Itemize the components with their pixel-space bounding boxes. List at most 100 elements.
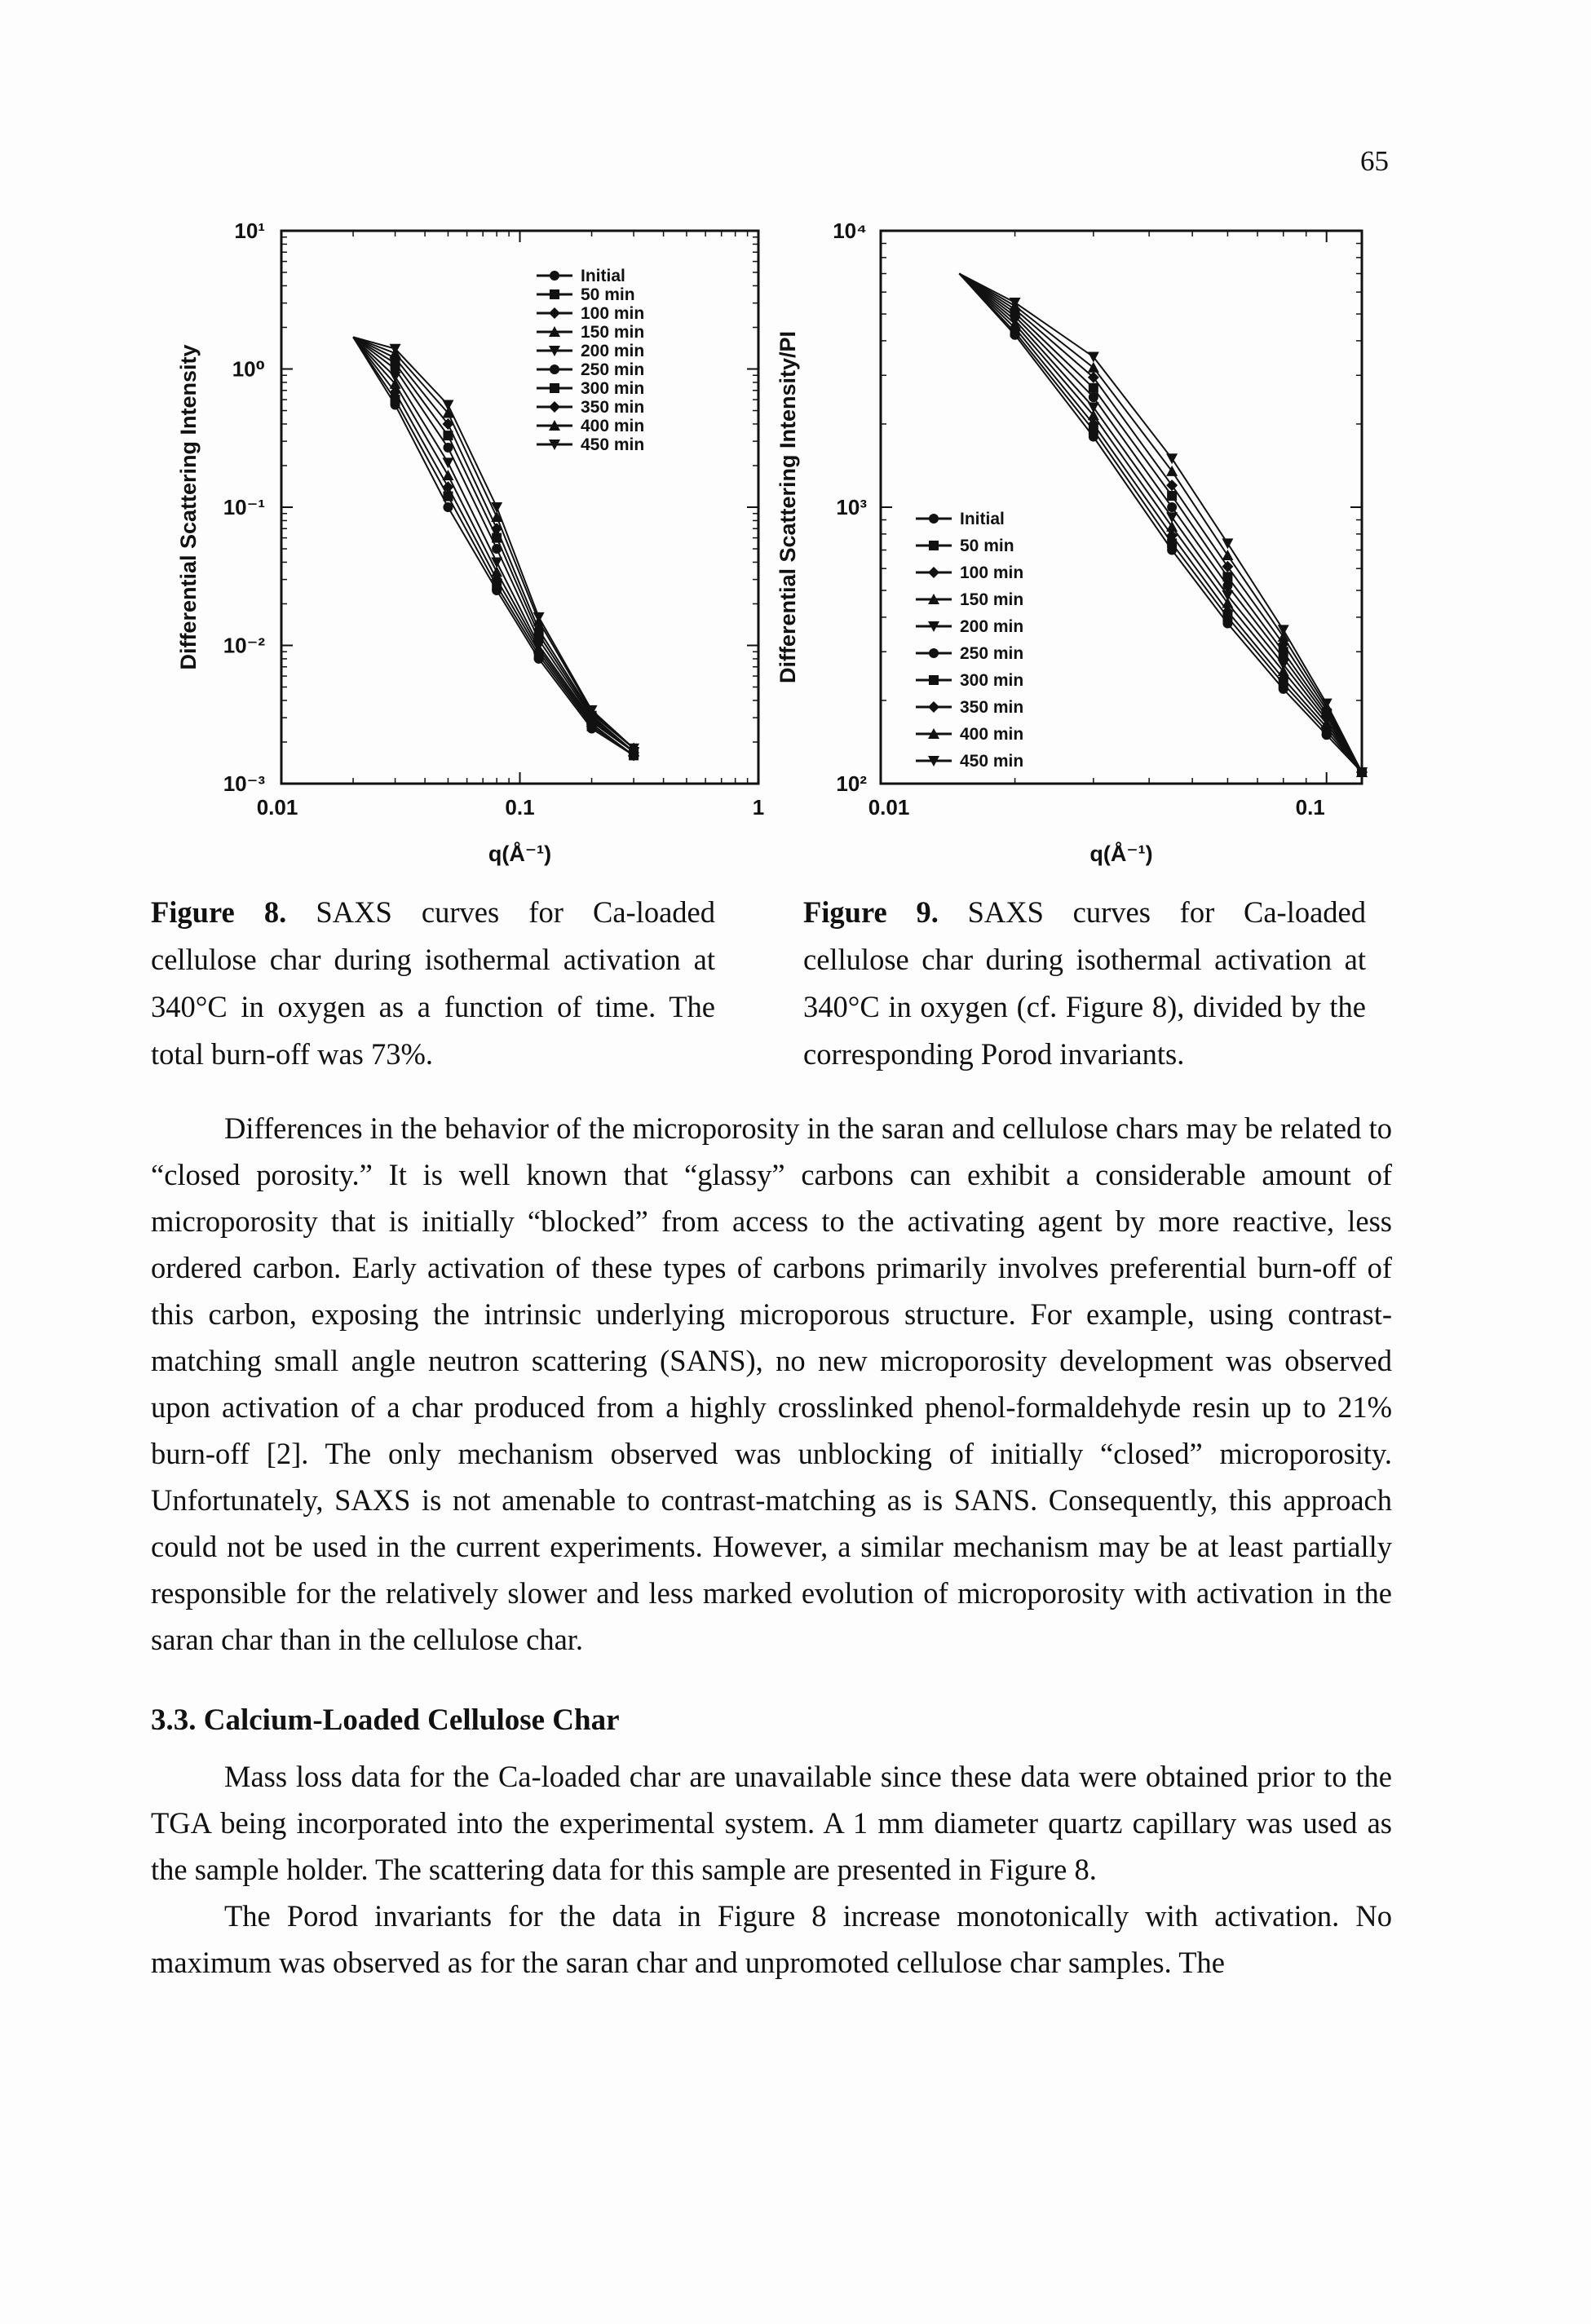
figure-8-caption-label: Figure 8.	[151, 895, 287, 929]
data-point	[1166, 465, 1178, 476]
legend-marker	[929, 514, 939, 524]
series-line	[958, 272, 1363, 773]
data-point	[533, 612, 545, 623]
legend-label: 100 min	[960, 563, 1023, 582]
section-heading: 3.3. Calcium-Loaded Cellulose Char	[151, 1703, 620, 1737]
x-tick-label: 0.01	[868, 795, 910, 820]
legend-marker	[550, 365, 559, 374]
legend-label: 250 min	[581, 360, 644, 379]
series-line	[958, 272, 1363, 773]
figure-9-caption-label: Figure 9.	[803, 895, 939, 929]
data-point	[443, 431, 453, 441]
data-point	[442, 457, 454, 469]
data-point	[1167, 502, 1178, 512]
data-point	[389, 343, 401, 355]
series-line	[958, 272, 1363, 773]
data-point	[1087, 409, 1099, 421]
data-point	[1009, 298, 1021, 309]
x-tick-label: 0.1	[1296, 795, 1325, 820]
y-axis-label: Differential Scattering Intensity/PI	[776, 331, 800, 683]
legend-label: 200 min	[581, 342, 644, 360]
legend-marker	[928, 621, 939, 632]
paragraph-2: Mass loss data for the Ca-loaded char ar…	[151, 1760, 1392, 1886]
data-point	[1166, 512, 1178, 524]
data-point	[1277, 665, 1289, 677]
legend-label: 50 min	[581, 285, 635, 304]
paragraph-1: Differences in the behavior of the micro…	[151, 1111, 1392, 1656]
data-point	[491, 566, 503, 577]
figure-8-caption-text: SAXS curves for Ca-loaded cellulose char…	[151, 895, 716, 1071]
data-point	[1166, 453, 1178, 465]
plot-frame	[879, 229, 1363, 785]
data-point	[1356, 767, 1368, 778]
legend-marker	[550, 383, 559, 393]
figure-9-caption-text: SAXS curves for Ca-loaded cellulose char…	[803, 895, 1366, 1071]
legend-label: Initial	[960, 510, 1005, 528]
x-tick-label: 0.1	[505, 795, 534, 820]
legend-marker	[550, 289, 559, 299]
data-point	[1222, 549, 1234, 560]
data-point	[1222, 560, 1234, 572]
data-point	[1222, 538, 1234, 550]
series-line	[958, 272, 1363, 773]
legend-label: 250 min	[960, 644, 1023, 663]
data-point	[1087, 371, 1099, 383]
data-point	[442, 407, 454, 418]
y-tick-label: 10⁻³	[223, 771, 266, 796]
series-line	[958, 272, 1363, 773]
legend-label: 50 min	[960, 537, 1014, 555]
page-number: 65	[1360, 145, 1389, 177]
data-point	[1167, 490, 1178, 501]
data-point	[443, 442, 453, 453]
figure-9-caption: Figure 9. SAXS curves for Ca-loaded cell…	[803, 889, 1366, 1078]
series-line	[958, 272, 1363, 773]
legend-marker	[928, 594, 939, 604]
data-point	[1087, 361, 1099, 373]
legend-label: 450 min	[581, 435, 644, 454]
series-line	[958, 272, 1363, 773]
data-point	[1222, 590, 1234, 602]
legend-marker	[929, 675, 939, 685]
x-tick-label: 0.01	[257, 795, 298, 820]
legend-marker	[549, 326, 560, 337]
y-tick-label: 10²	[836, 771, 867, 796]
data-point	[491, 557, 503, 568]
data-point	[1088, 382, 1098, 393]
data-point	[389, 378, 401, 389]
data-point	[1087, 418, 1099, 430]
legend-label: 200 min	[960, 617, 1023, 636]
legend-marker	[549, 440, 560, 450]
data-point	[1277, 630, 1289, 642]
data-point	[442, 418, 454, 430]
data-point	[586, 705, 598, 716]
data-point	[1166, 520, 1178, 532]
data-point	[491, 573, 503, 585]
data-point	[442, 400, 454, 411]
data-point	[628, 743, 640, 754]
y-tick-label: 10⁴	[833, 219, 867, 243]
legend-label: 400 min	[960, 725, 1023, 744]
legend-label: 350 min	[581, 398, 644, 417]
y-tick-label: 10⁻²	[223, 634, 266, 658]
x-tick-label: 1	[753, 795, 764, 820]
legend-marker	[549, 307, 560, 319]
data-point	[491, 523, 503, 535]
data-point	[1278, 647, 1288, 657]
plot-frame	[280, 229, 760, 785]
data-point	[1277, 625, 1289, 636]
y-tick-label: 10⁰	[232, 357, 265, 382]
legend-label: 400 min	[581, 417, 644, 435]
legend-marker	[929, 648, 939, 658]
y-tick-label: 10¹	[234, 219, 265, 243]
legend-label: 450 min	[960, 752, 1023, 771]
legend-label: Initial	[581, 267, 625, 285]
data-point	[442, 481, 454, 493]
y-tick-label: 10³	[836, 495, 867, 519]
legend-marker	[928, 567, 939, 578]
data-point	[1222, 581, 1233, 591]
data-point	[442, 469, 454, 480]
legend-label: 150 min	[581, 323, 644, 342]
series-line	[958, 272, 1363, 773]
